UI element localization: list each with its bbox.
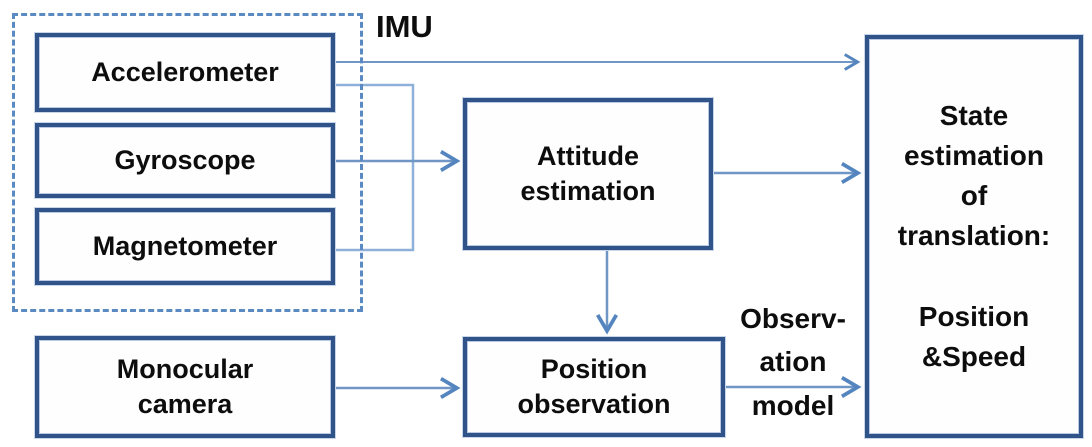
- monocular-camera-box: Monocular camera: [35, 336, 335, 438]
- observation-model-label: Observ- ation model: [740, 303, 846, 421]
- gyroscope-box: Gyroscope: [35, 123, 335, 198]
- magnetometer-label: Magnetometer: [92, 230, 278, 261]
- connector-accelerometer-magnetometer-bus: [335, 83, 415, 252]
- imu-group-dashed-box: [12, 13, 363, 312]
- position-observation-box: Position observation: [463, 337, 725, 437]
- state-estimation-box: State estimation of translation: Positio…: [865, 35, 1083, 438]
- state-estimation-title: State estimation of translation:: [897, 100, 1051, 251]
- attitude-estimation-label: Attitude estimation: [520, 140, 656, 206]
- accelerometer-label: Accelerometer: [91, 56, 279, 87]
- state-estimation-outputs: Position &Speed: [918, 301, 1030, 372]
- magnetometer-box: Magnetometer: [35, 208, 335, 285]
- monocular-camera-label: Monocular camera: [116, 353, 254, 419]
- attitude-estimation-box: Attitude estimation: [463, 98, 713, 250]
- accelerometer-box: Accelerometer: [35, 33, 335, 112]
- imu-label: IMU: [376, 9, 433, 44]
- position-observation-label: Position observation: [517, 353, 671, 419]
- gyroscope-label: Gyroscope: [114, 144, 256, 175]
